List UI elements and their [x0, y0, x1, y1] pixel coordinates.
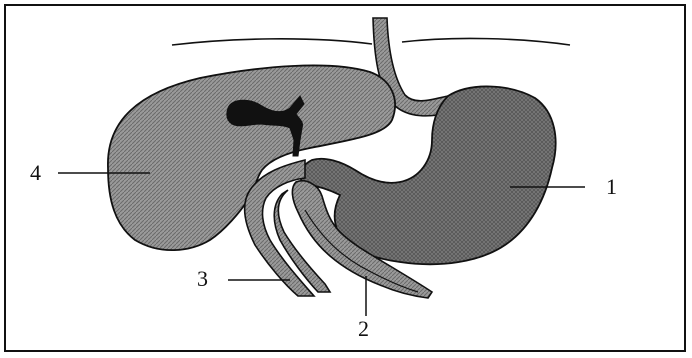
label-stomach: 1 [606, 176, 617, 198]
label-liver: 4 [30, 162, 41, 184]
diaphragm-line-left [172, 39, 372, 45]
label-pancreas: 2 [358, 318, 369, 340]
diaphragm-line-right [402, 38, 570, 45]
label-duodenum: 3 [197, 268, 208, 290]
